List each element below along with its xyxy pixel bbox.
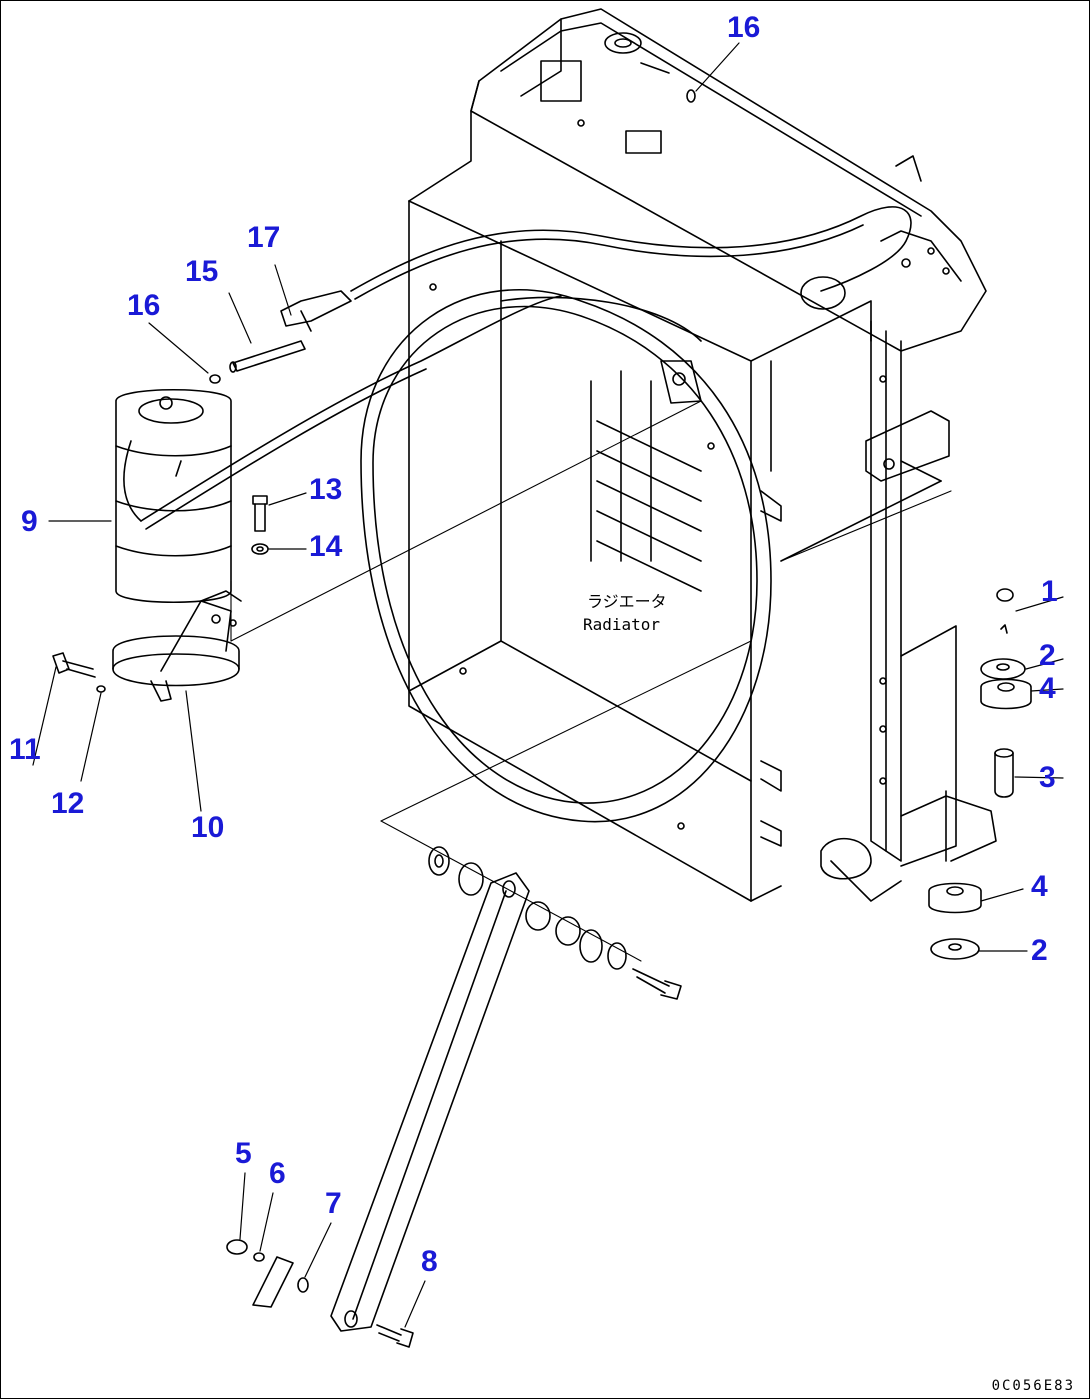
callout-3[interactable]: 3 <box>1039 761 1056 794</box>
reservoir-tank <box>115 389 232 603</box>
overflow-hose <box>140 206 912 530</box>
radiator-panel-en-text: Radiator <box>583 615 660 634</box>
callout-12[interactable]: 12 <box>51 787 85 820</box>
fan-shroud-ring <box>360 289 782 847</box>
guide-lines <box>230 400 952 962</box>
callout-14[interactable]: 14 <box>309 530 343 563</box>
overflow-tube <box>229 89 696 373</box>
callout-4-lower[interactable]: 4 <box>1031 870 1048 903</box>
callout-5[interactable]: 5 <box>235 1137 252 1170</box>
radiator-core: ラジエータ Radiator <box>408 110 872 902</box>
callout-9[interactable]: 9 <box>21 505 38 538</box>
callout-4-upper[interactable]: 4 <box>1039 672 1056 705</box>
callout-1[interactable]: 1 <box>1041 575 1058 608</box>
callout-8[interactable]: 8 <box>421 1245 438 1278</box>
reference-code: 0C056E83 <box>991 1378 1075 1394</box>
callout-7[interactable]: 7 <box>325 1187 342 1220</box>
radiator-top-tank <box>470 8 987 352</box>
support-stay <box>226 846 682 1348</box>
callout-2-upper[interactable]: 2 <box>1039 639 1056 672</box>
callout-16-top[interactable]: 16 <box>727 11 761 44</box>
right-side-frame <box>780 320 997 902</box>
callout-2-lower[interactable]: 2 <box>1031 934 1048 967</box>
callout-10[interactable]: 10 <box>191 811 225 844</box>
callout-15[interactable]: 15 <box>185 255 219 288</box>
radiator-panel-jp-text: ラジエータ <box>587 592 667 611</box>
callout-16-left[interactable]: 16 <box>127 289 161 322</box>
mount-cushions <box>928 588 1032 960</box>
callout-13[interactable]: 13 <box>309 473 343 506</box>
leader-lines <box>32 42 1064 1328</box>
callout-17[interactable]: 17 <box>247 221 281 254</box>
callout-11[interactable]: 11 <box>9 733 41 766</box>
callout-6[interactable]: 6 <box>269 1157 286 1190</box>
tank-band <box>112 590 242 702</box>
band-bolts <box>52 374 269 693</box>
